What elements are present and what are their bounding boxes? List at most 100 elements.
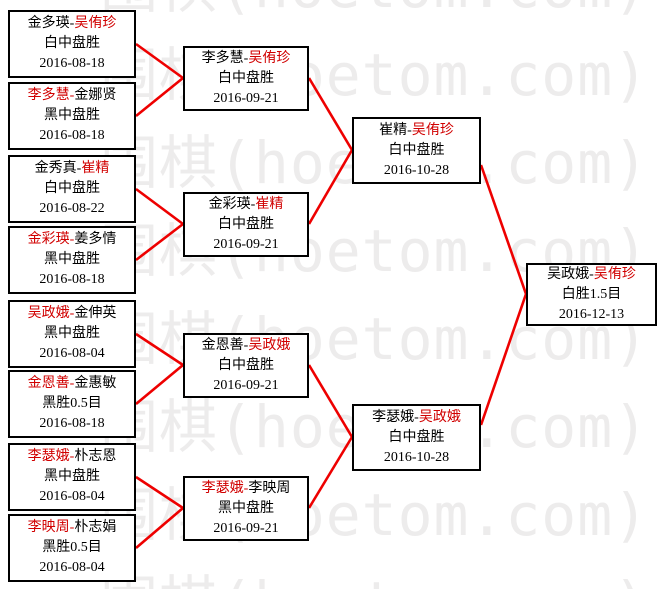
player-name: 金多瑛	[27, 16, 70, 31]
connector-line	[135, 187, 184, 226]
player-name: 吴侑珍	[593, 266, 636, 282]
match-players: 李映周-朴志娟	[10, 518, 134, 538]
player-name: 金彩瑛	[208, 196, 251, 212]
match-players: 李多慧-吴侑珍	[185, 49, 307, 69]
connector-line	[135, 222, 184, 262]
connector-line	[307, 364, 354, 438]
player-name: 李多慧	[201, 50, 244, 66]
match-box-r1-4: 金彩瑛-姜多情 黑中盘胜 2016-08-18	[8, 226, 136, 294]
match-date: 2016-08-22	[39, 201, 105, 216]
connector-line	[479, 293, 528, 426]
match-box-r1-5: 吴政娥-金伸英 黑中盘胜 2016-08-04	[8, 300, 136, 368]
match-box-r2-3: 金恩善-吴政娥 白中盘胜 2016-09-21	[183, 333, 309, 398]
match-players: 金彩瑛-崔精	[185, 195, 307, 215]
player-separator: -	[76, 161, 82, 176]
player-name: 李映周	[27, 520, 70, 535]
match-box-sf-1: 崔精-吴侑珍 白中盘胜 2016-10-28	[352, 117, 481, 184]
player-name: 李瑟娥	[372, 409, 415, 425]
match-date: 2016-09-21	[213, 90, 279, 106]
match-result: 白中盘胜	[218, 70, 274, 86]
player-name: 吴政娥	[27, 306, 70, 321]
player-name: 金惠敏	[74, 376, 117, 391]
player-name: 金秀真	[34, 161, 77, 176]
match-date: 2016-08-04	[39, 489, 105, 504]
player-name: 李多慧	[27, 88, 70, 103]
player-name: 吴政娥	[248, 337, 291, 353]
player-separator: -	[243, 50, 249, 66]
connector-line	[135, 363, 184, 406]
connector-line	[135, 332, 184, 367]
match-date: 2016-08-18	[39, 272, 105, 287]
match-result: 黑中盘胜	[44, 326, 100, 341]
player-name: 吴侑珍	[411, 122, 454, 138]
match-players: 金恩善-吴政娥	[185, 336, 307, 356]
match-box-r1-1: 金多瑛-吴侑珍 白中盘胜 2016-08-18	[8, 10, 136, 78]
player-separator: -	[243, 480, 249, 496]
match-result: 白中盘胜	[218, 357, 274, 373]
connector-line	[307, 149, 354, 225]
match-box-r2-4: 李瑟娥-李映周 黑中盘胜 2016-09-21	[183, 476, 309, 541]
match-result: 黑胜0.5目	[42, 396, 102, 411]
match-players: 金恩善-金惠敏	[10, 374, 134, 394]
match-date: 2016-08-18	[39, 416, 105, 431]
match-result: 白中盘胜	[388, 142, 445, 158]
player-separator: -	[69, 232, 75, 247]
match-result: 白胜1.5目	[561, 286, 622, 302]
connector-line	[135, 507, 184, 549]
match-box-r1-6: 金恩善-金惠敏 黑胜0.5目 2016-08-18	[8, 370, 136, 438]
player-separator: -	[250, 196, 256, 212]
player-separator: -	[414, 409, 419, 425]
connector-line	[479, 164, 528, 295]
match-date: 2016-09-21	[213, 520, 279, 536]
player-name: 吴政娥	[547, 266, 590, 282]
player-name: 金彩瑛	[27, 232, 70, 247]
match-box-r1-7: 李瑟娥-朴志恩 黑中盘胜 2016-08-04	[8, 443, 136, 511]
player-separator: -	[69, 376, 75, 391]
match-box-r1-2: 李多慧-金娜贤 黑中盘胜 2016-08-18	[8, 82, 136, 150]
match-result: 白中盘胜	[44, 181, 100, 196]
match-box-sf-2: 李瑟娥-吴政娥 白中盘胜 2016-10-28	[352, 404, 481, 471]
match-result: 黑中盘胜	[44, 108, 100, 123]
match-date: 2016-08-04	[39, 560, 105, 575]
match-result: 黑胜0.5目	[42, 540, 102, 555]
match-players: 李瑟娥-吴政娥	[354, 408, 479, 428]
match-box-r1-8: 李映周-朴志娟 黑胜0.5目 2016-08-04	[8, 514, 136, 582]
player-name: 金恩善	[201, 337, 244, 353]
player-separator: -	[69, 520, 75, 535]
match-players: 李瑟娥-朴志恩	[10, 447, 134, 467]
match-players: 李多慧-金娜贤	[10, 86, 134, 106]
match-date: 2016-10-28	[383, 162, 450, 178]
player-name: 崔精	[81, 161, 110, 176]
player-name: 崔精	[255, 196, 284, 212]
player-separator: -	[589, 266, 594, 282]
match-box-r2-1: 李多慧-吴侑珍 白中盘胜 2016-09-21	[183, 46, 309, 111]
player-name: 吴政娥	[418, 409, 461, 425]
connector-line	[307, 436, 354, 509]
match-result: 白中盘胜	[388, 429, 445, 445]
player-separator: -	[69, 449, 75, 464]
match-players: 吴政娥-吴侑珍	[528, 265, 655, 285]
match-date: 2016-12-13	[558, 306, 625, 322]
player-separator: -	[243, 337, 249, 353]
match-result: 黑中盘胜	[44, 469, 100, 484]
match-players: 金多瑛-吴侑珍	[10, 14, 134, 34]
player-separator: -	[407, 122, 412, 138]
match-box-r1-3: 金秀真-崔精 白中盘胜 2016-08-22	[8, 155, 136, 223]
connector-line	[135, 42, 184, 80]
player-name: 朴志恩	[74, 449, 117, 464]
match-date: 2016-09-21	[213, 377, 279, 393]
connector-line	[135, 475, 184, 510]
match-date: 2016-08-18	[39, 128, 105, 143]
match-players: 李瑟娥-李映周	[185, 479, 307, 499]
player-name: 吴侑珍	[248, 50, 291, 66]
match-result: 白中盘胜	[218, 216, 274, 232]
player-name: 姜多情	[74, 232, 117, 247]
match-result: 黑中盘胜	[44, 252, 100, 267]
player-name: 李映周	[248, 480, 291, 496]
player-name: 崔精	[379, 122, 408, 138]
player-name: 金伸英	[74, 306, 117, 321]
match-players: 金秀真-崔精	[10, 159, 134, 179]
player-separator: -	[69, 16, 75, 31]
